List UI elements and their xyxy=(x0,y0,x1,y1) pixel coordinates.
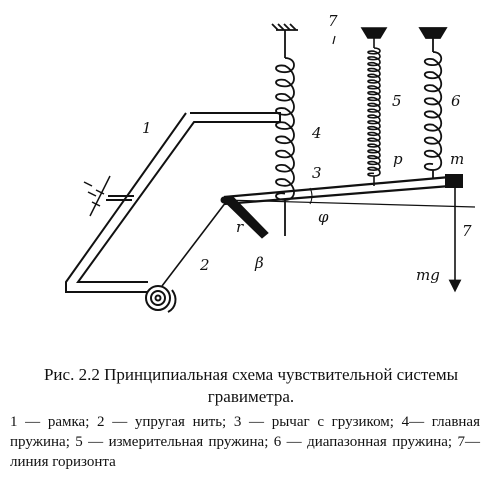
label-frame: 1 xyxy=(142,119,152,137)
gravimeter-diagram: 1 2 3 4 5 6 7 7 p m r β φ mg xyxy=(65,12,476,313)
main-spring xyxy=(271,23,298,236)
label-main-spring: 4 xyxy=(311,124,322,142)
elastic-thread xyxy=(161,201,227,287)
lever xyxy=(220,174,463,239)
figure-legend: 1 — рамка; 2 — упругая нить; 3 — рычаг с… xyxy=(10,414,480,470)
label-phi: φ xyxy=(318,208,329,226)
label-range-spring: 6 xyxy=(451,92,461,110)
label-thread: 2 xyxy=(199,256,210,274)
label-meas-spring: 5 xyxy=(392,92,402,110)
caption-title: Рис. 2.2 Принципиальная схема чувствител… xyxy=(43,365,459,406)
label-r: r xyxy=(236,218,244,236)
label-beta: β xyxy=(254,254,264,272)
pivot-coil xyxy=(145,285,177,313)
measuring-spring xyxy=(360,27,388,186)
label-horizon-top: 7 xyxy=(328,12,338,30)
horizon-line xyxy=(223,35,476,208)
label-m: m xyxy=(450,150,464,168)
figure-caption: Рис. 2.2 Принципиальная схема чувствител… xyxy=(26,364,476,408)
range-spring xyxy=(418,27,448,178)
label-lever: 3 xyxy=(312,164,322,182)
label-mg: mg xyxy=(416,266,440,284)
label-horizon-side: 7 xyxy=(462,222,472,240)
frame xyxy=(65,112,281,293)
label-p: p xyxy=(393,150,403,168)
left-support xyxy=(83,175,111,217)
